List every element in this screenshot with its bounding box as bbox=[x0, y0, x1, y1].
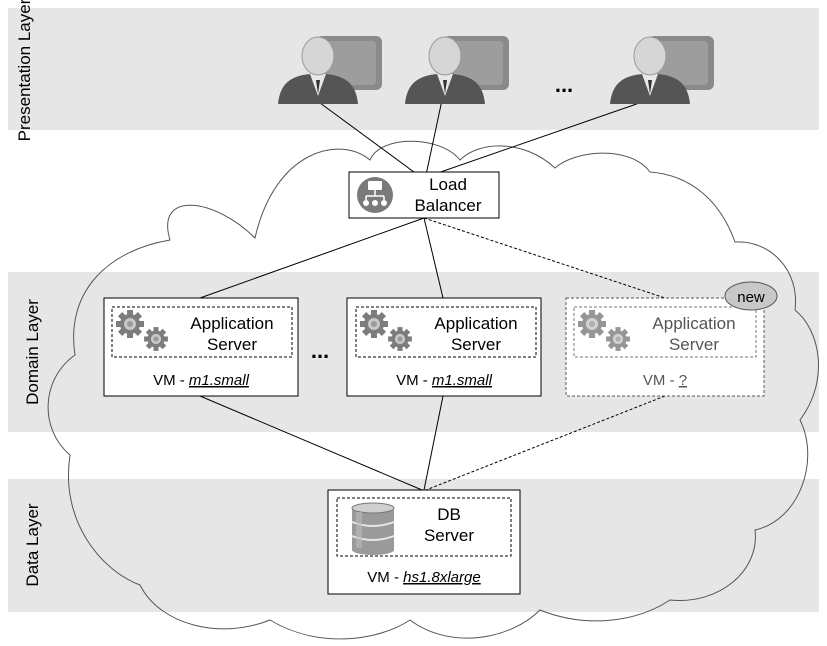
link-lb-app3 bbox=[423, 217, 666, 299]
app-server-1-vm-label: VM - m1.small bbox=[153, 372, 250, 389]
app-server-2-label-line1: Application bbox=[434, 314, 517, 333]
svg-text:new: new bbox=[737, 289, 765, 306]
app-server-1-label-line2: Server bbox=[207, 335, 257, 354]
data-layer-label: Data Layer bbox=[23, 503, 42, 586]
link-app1-db bbox=[199, 395, 423, 491]
load-balancer-label-line2: Balancer bbox=[414, 196, 481, 215]
link-lb-app2 bbox=[423, 217, 444, 299]
app-server-3-label-line1: Application bbox=[652, 314, 735, 333]
network-hierarchy-icon bbox=[357, 177, 393, 213]
clients-ellipsis: ... bbox=[555, 72, 573, 97]
link-app3-db bbox=[425, 395, 666, 491]
app-server-3-vm-label: VM - ? bbox=[643, 372, 687, 389]
app-server-2-vm-label: VM - m1.small bbox=[396, 372, 493, 389]
presentation-layer-label: Presentation Layer bbox=[15, 0, 34, 141]
link-client1-lb bbox=[315, 99, 419, 176]
app-server-1-label-line1: Application bbox=[190, 314, 273, 333]
app-server-vm-2: Application Server VM - m1.small bbox=[346, 297, 542, 397]
link-client3-lb bbox=[431, 99, 649, 176]
link-client2-lb bbox=[425, 99, 443, 176]
app-server-vm-new: Application Server VM - ? new bbox=[565, 281, 778, 397]
domain-layer-label: Domain Layer bbox=[23, 299, 42, 405]
db-server-vm-label: VM - hs1.8xlarge bbox=[367, 569, 480, 586]
database-icon bbox=[351, 502, 395, 555]
db-server-label-line1: DB bbox=[437, 505, 461, 524]
new-badge: new bbox=[724, 281, 778, 311]
load-balancer: Load Balancer bbox=[348, 171, 500, 219]
cloud-outline bbox=[47, 140, 819, 640]
app-server-vm-1: Application Server VM - m1.small bbox=[103, 297, 299, 397]
app-server-2-label-line2: Server bbox=[451, 335, 501, 354]
link-app2-db bbox=[423, 395, 444, 491]
app-server-3-label-line2: Server bbox=[669, 335, 719, 354]
link-lb-app1 bbox=[199, 217, 425, 299]
db-server-vm: DB Server VM - hs1.8xlarge bbox=[327, 489, 521, 595]
load-balancer-label-line1: Load bbox=[429, 175, 467, 194]
servers-ellipsis: ... bbox=[311, 338, 329, 363]
db-server-label-line2: Server bbox=[424, 526, 474, 545]
